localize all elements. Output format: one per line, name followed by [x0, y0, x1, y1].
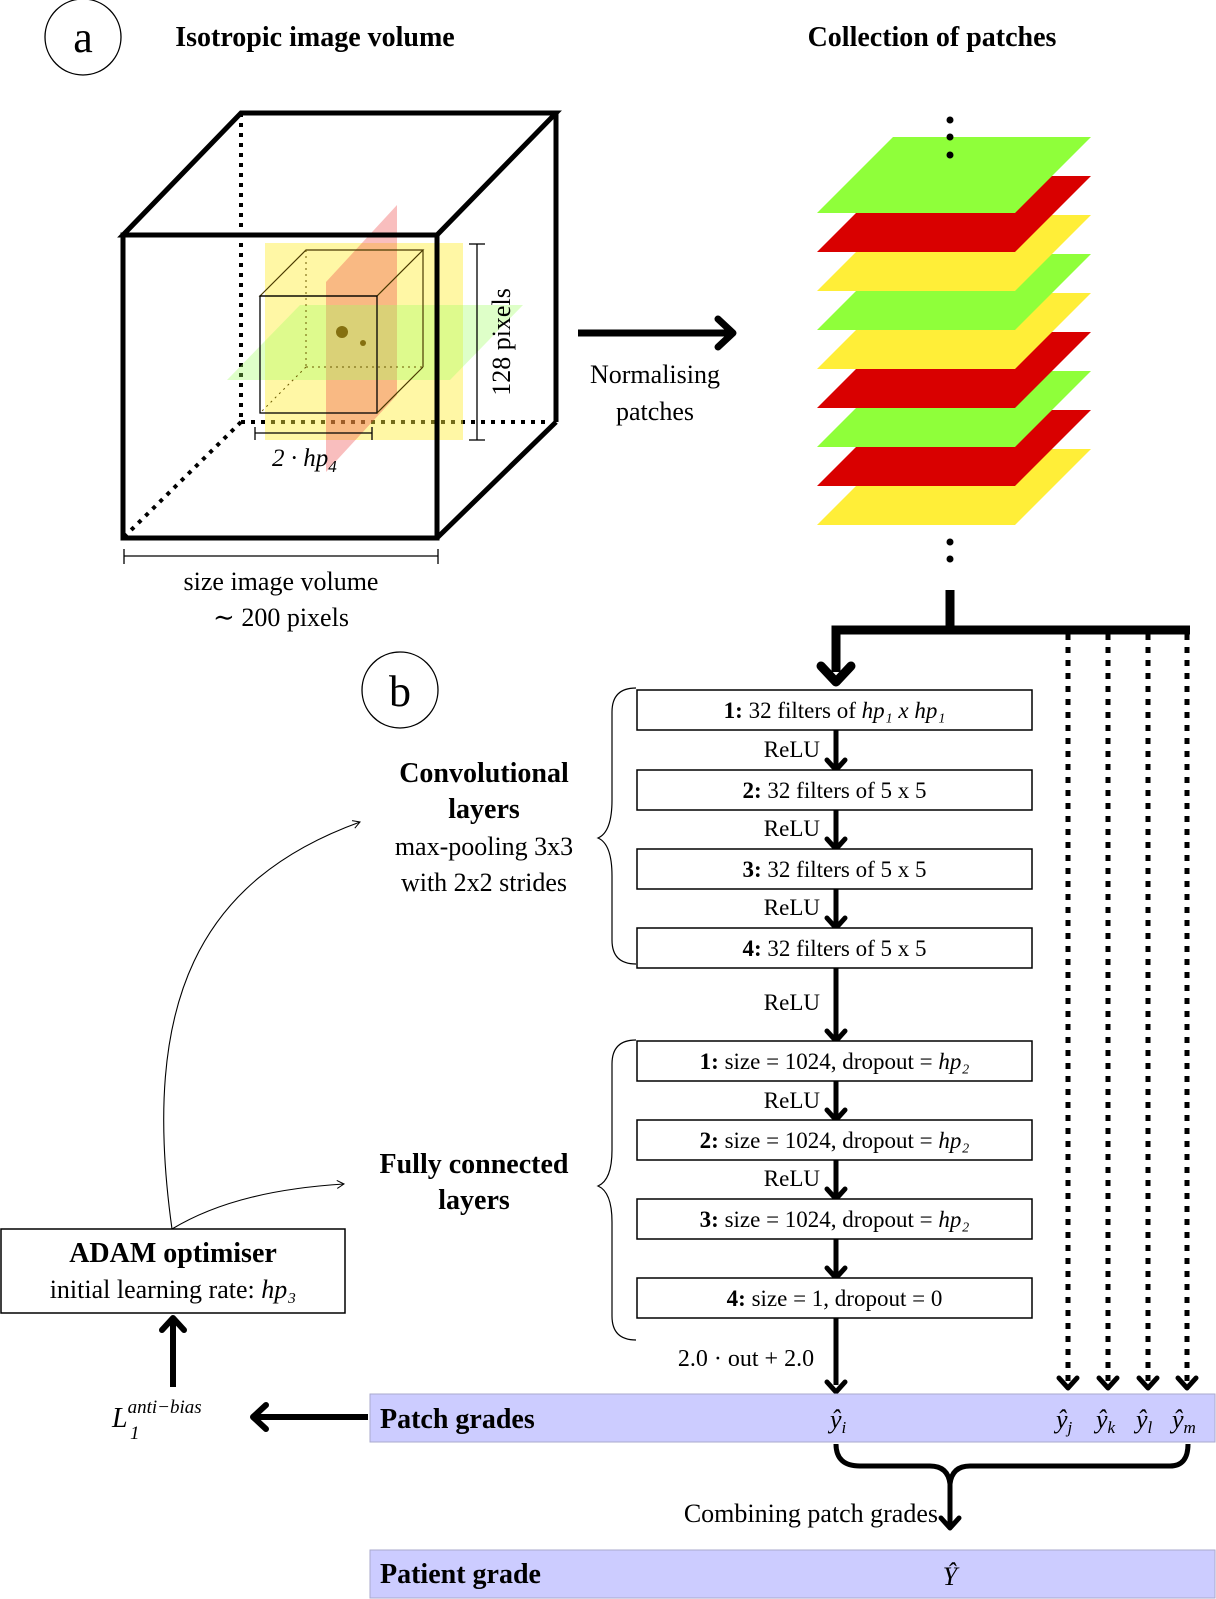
arrow-right-icon	[714, 315, 737, 351]
relu-label: ReLU	[764, 737, 821, 762]
conv-layer-label: 3: 32 filters of 5 x 5	[743, 857, 927, 882]
voxel-dot	[360, 340, 366, 346]
relu-label: ReLU	[764, 895, 821, 920]
conv-title-line2: layers	[448, 794, 520, 825]
conv-layer-label: 2: 32 filters of 5 x 5	[743, 778, 927, 803]
panel-a: a Isotropic image volume Collection of p…	[44, 0, 1091, 632]
image-volume-cube	[117, 110, 562, 541]
size-label-line1: size image volume	[184, 567, 379, 596]
panel-b-label-circle	[361, 651, 439, 729]
patch-stack	[817, 137, 1091, 525]
conv-layer-3: 3: 32 filters of 5 x 5	[636, 848, 1033, 890]
combine-label: Combining patch grades	[684, 1499, 938, 1528]
patch-grade-yl: ŷl	[1133, 1405, 1153, 1437]
conv-layer-label: 1: 32 filters of hp₁ x hp₁	[724, 698, 946, 723]
patch-grade-ym: ŷm	[1169, 1405, 1196, 1437]
optimiser-box: ADAM optimiser initial learning rate: hp…	[0, 1228, 346, 1314]
fc-brace	[596, 1039, 637, 1341]
patch-sample-volume	[227, 205, 523, 472]
patch-grade-yi: ŷi	[827, 1405, 847, 1437]
dimension-volume-size: size image volume ∼ 200 pixels	[123, 549, 439, 632]
panel-a-label-circle	[44, 0, 122, 76]
fc-layer-label: 3: size = 1024, dropout = hp₂	[700, 1207, 970, 1232]
fc-layer-3: 3: size = 1024, dropout = hp₂	[636, 1198, 1033, 1240]
fc-title-line2: layers	[438, 1185, 510, 1216]
arrow-left-icon	[250, 1402, 269, 1432]
fc-layer-4: 4: size = 1, dropout = 0	[636, 1277, 1033, 1319]
fc-layers: 1: size = 1024, dropout = hp₂ 2: size = 1…	[636, 1040, 1033, 1319]
conv-brace	[596, 687, 637, 965]
panel-a-label: a	[73, 13, 93, 62]
fc-title-line1: Fully connected	[380, 1149, 569, 1180]
fc-layer-2: 2: size = 1024, dropout = hp₂	[636, 1119, 1033, 1161]
patch-grade-yj: ŷj	[1053, 1405, 1073, 1437]
optimiser-title: ADAM optimiser	[69, 1238, 277, 1269]
output-transform-label: 2.0 · out + 2.0	[678, 1346, 814, 1372]
fc-layer-label: 4: size = 1, dropout = 0	[727, 1286, 943, 1311]
fc-layer-label: 1: size = 1024, dropout = hp₂	[700, 1049, 970, 1074]
relu-label: ReLU	[764, 1166, 821, 1191]
optimiser-to-conv-curve	[163, 820, 361, 1230]
patch-grades-label: Patch grades	[380, 1404, 535, 1435]
dim-2-hp4: 2 · hp4	[272, 445, 337, 476]
patient-grade-value: Ŷ	[943, 1562, 960, 1591]
arrow-down-icon	[816, 661, 856, 687]
ellipsis-bottom	[946, 538, 954, 563]
voxel-center-dot	[336, 326, 348, 338]
arrow-down-icon	[824, 1379, 848, 1395]
normalising-arrow: Normalising patches	[578, 315, 737, 426]
patient-grade-label: Patient grade	[380, 1559, 541, 1590]
combine-brace	[833, 1443, 1191, 1485]
optimiser-to-fc-curve	[171, 1179, 346, 1230]
fc-layer-label: 2: size = 1024, dropout = hp₂	[700, 1128, 970, 1153]
relu-label: ReLU	[764, 816, 821, 841]
relu-label: ReLU	[764, 990, 821, 1015]
conv-layer-1: 1: 32 filters of hp₁ x hp₁	[636, 689, 1033, 731]
ellipsis-top	[946, 116, 954, 159]
dimension-patch-spacing: 2 · hp4	[254, 427, 373, 476]
conv-layer-2: 2: 32 filters of 5 x 5	[636, 769, 1033, 811]
conv-layer-label: 4: 32 filters of 5 x 5	[743, 936, 927, 961]
dim-128-pixels: 128 pixels	[487, 288, 516, 396]
panel-b: b 1: 32 filters of hp₁ x hp₁ 2: 32 filter…	[0, 590, 1216, 1599]
patch-green	[817, 137, 1091, 213]
conv-layer-4: 4: 32 filters of 5 x 5	[636, 927, 1033, 969]
conv-layers: 1: 32 filters of hp₁ x hp₁ 2: 32 filters …	[636, 689, 1033, 969]
patch-grade-yk: ŷk	[1093, 1405, 1116, 1437]
title-isotropic-volume: Isotropic image volume	[175, 22, 454, 53]
patch-distribution-lines	[816, 590, 1199, 1391]
dimension-patch-height: 128 pixels	[469, 243, 516, 441]
normalising-label-line2: patches	[616, 397, 694, 426]
optimiser-subtitle: initial learning rate: hp₃	[50, 1275, 297, 1304]
fc-layer-1: 1: size = 1024, dropout = hp₂	[636, 1040, 1033, 1082]
panel-b-label: b	[389, 667, 411, 716]
relu-label: ReLU	[764, 1088, 821, 1113]
size-label-line2: ∼ 200 pixels	[213, 603, 349, 632]
arrow-down-icon	[938, 1515, 962, 1531]
title-collection-of-patches: Collection of patches	[808, 22, 1057, 53]
conv-title-line1: Convolutional	[399, 758, 569, 789]
patient-grade-band: Patient grade Ŷ	[369, 1549, 1216, 1599]
normalising-label-line1: Normalising	[590, 360, 720, 389]
conv-note-line1: max-pooling 3x3	[395, 832, 573, 861]
relu-labels: ReLU ReLU ReLU ReLU ReLU ReLU	[764, 737, 821, 1191]
arrow-up-icon	[159, 1315, 187, 1333]
conv-note-line2: with 2x2 strides	[401, 868, 567, 897]
